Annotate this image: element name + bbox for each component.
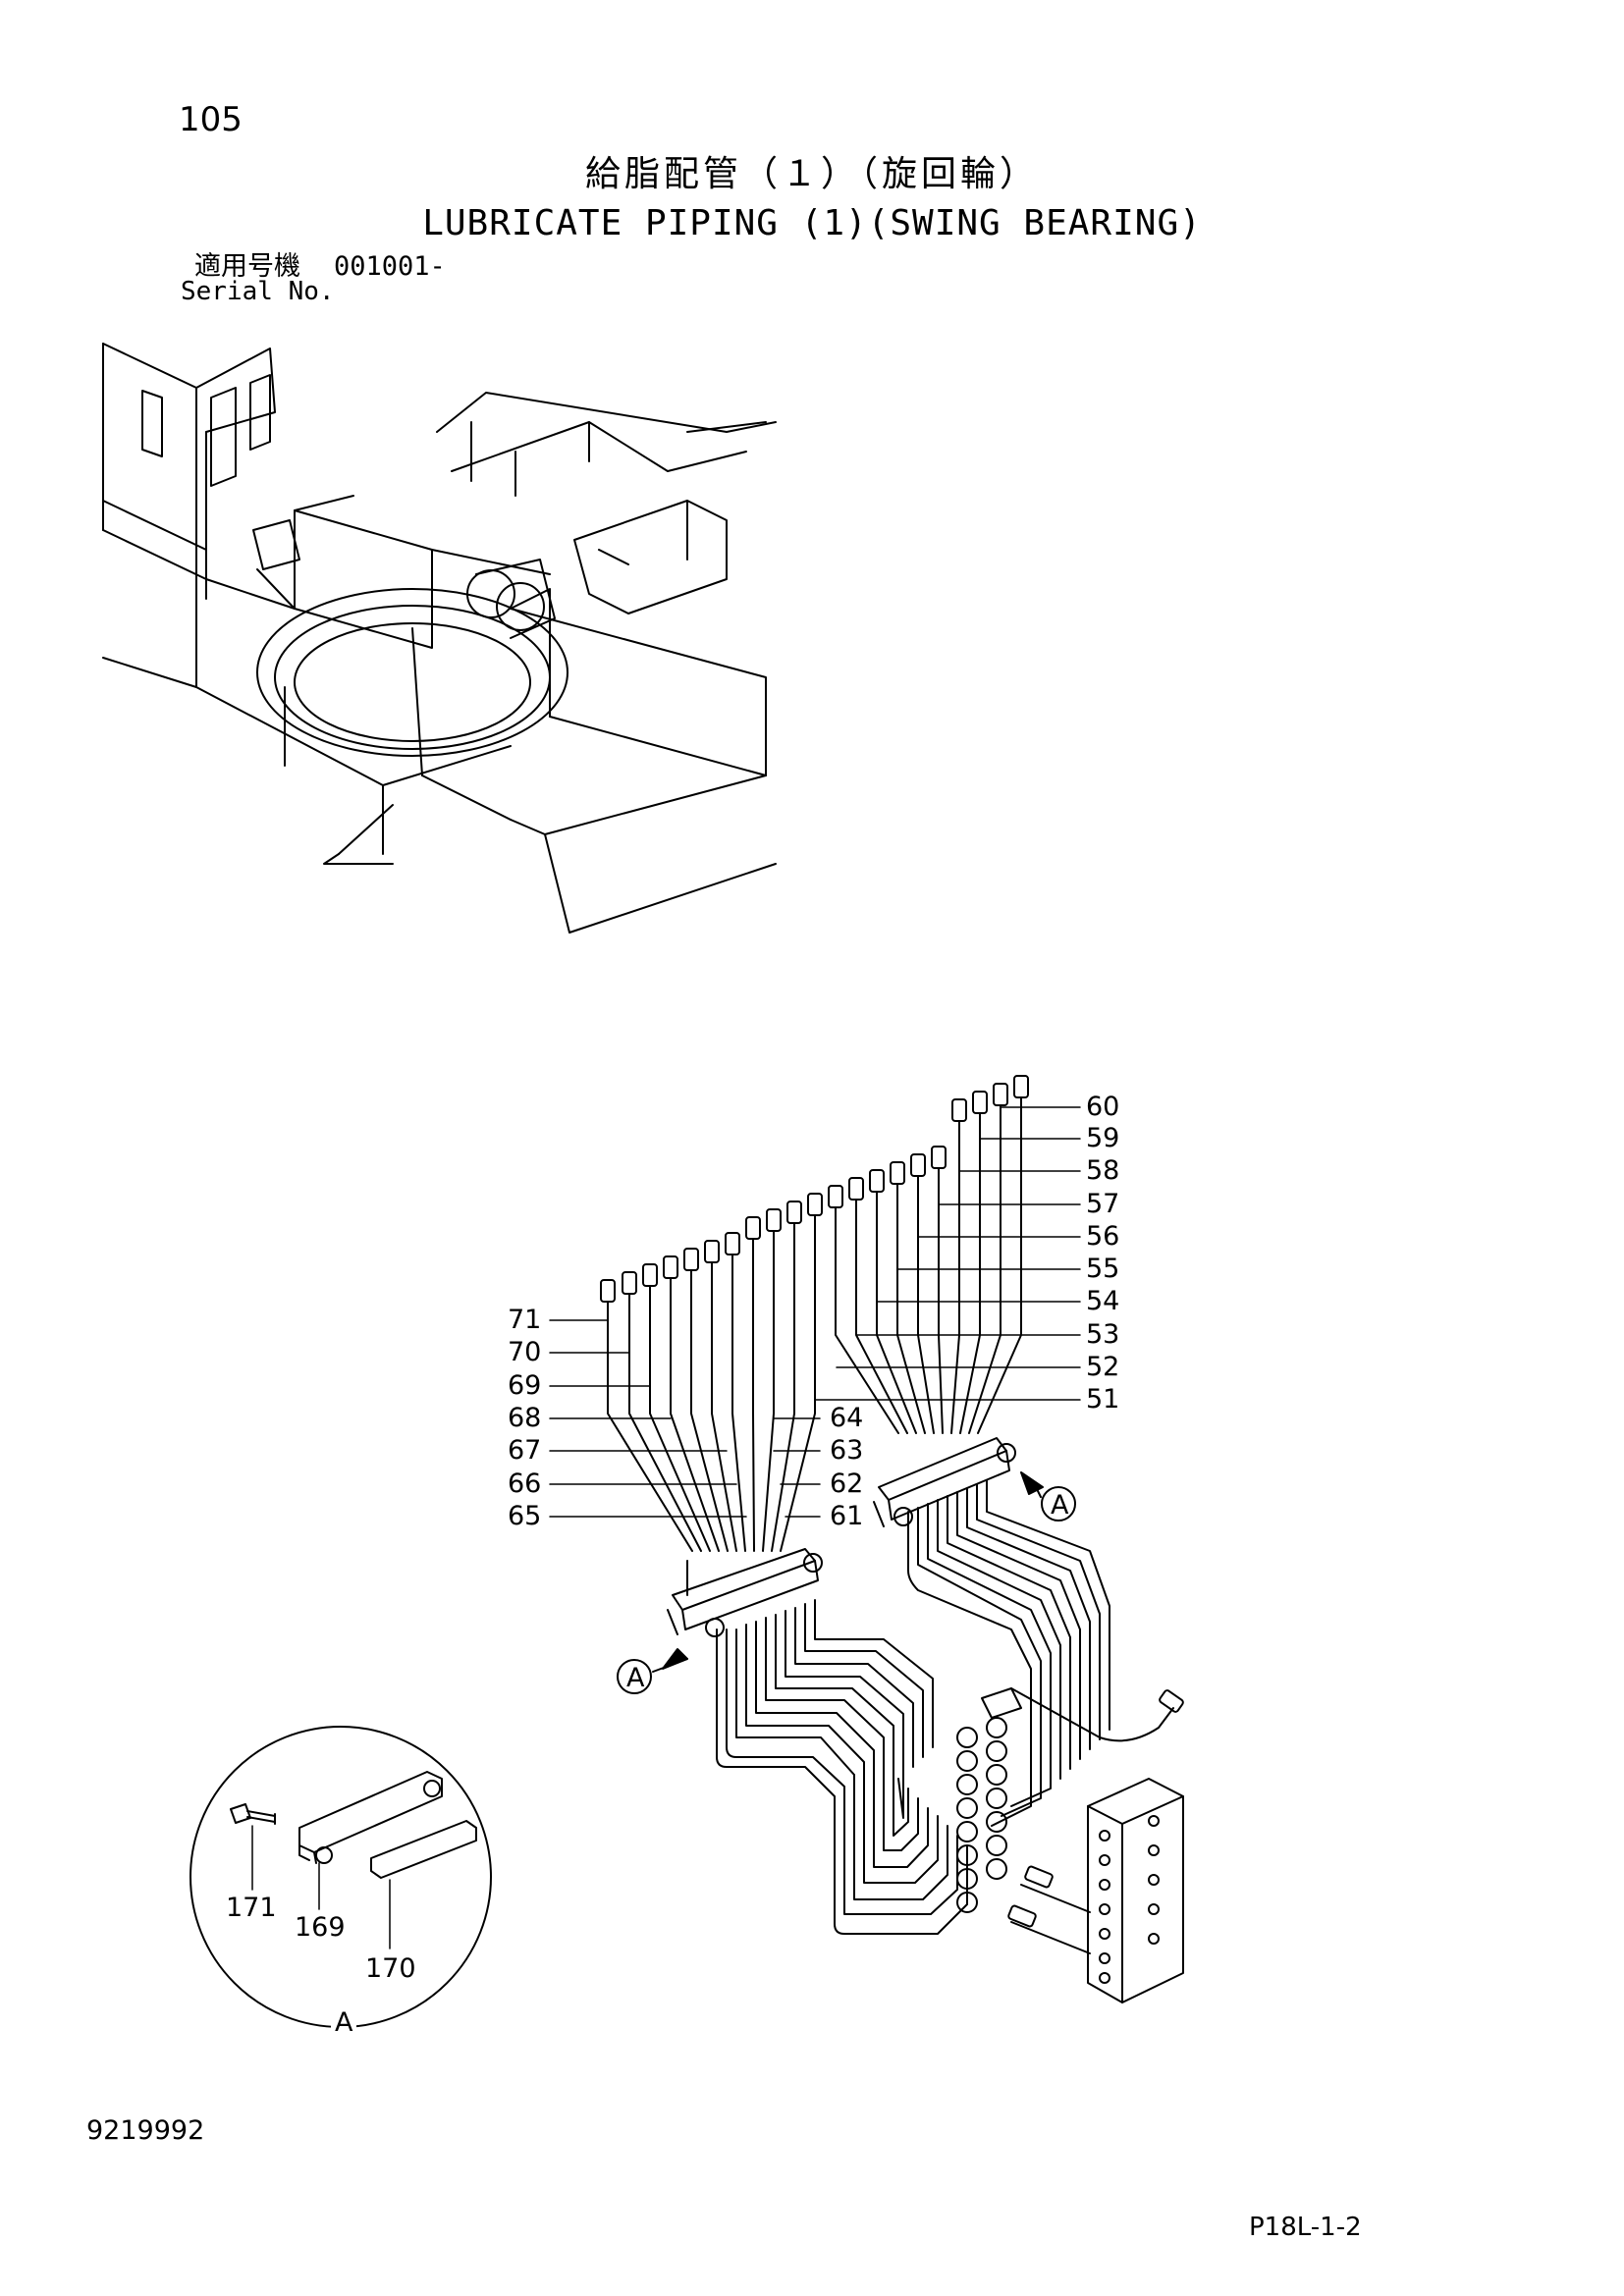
machine-overview-drawing [103, 344, 776, 933]
left-bracket [668, 1549, 822, 1636]
drawing-number: 9219992 [86, 2115, 205, 2146]
hose-bundle [717, 1480, 1184, 1934]
detail-view-a [190, 1727, 491, 2027]
right-bracket [874, 1438, 1015, 1526]
callout-71: 71 [508, 1305, 542, 1335]
view-marker-a-left: A [626, 1663, 645, 1693]
callout-169: 169 [295, 1912, 346, 1943]
pipes-right-group [836, 1097, 1021, 1433]
callout-67: 67 [508, 1435, 542, 1466]
callout-62: 62 [830, 1468, 864, 1499]
view-marker-a-right: A [1051, 1490, 1069, 1521]
callout-70: 70 [508, 1337, 542, 1367]
callout-leaders [550, 1107, 1080, 1517]
callout-69: 69 [508, 1370, 542, 1401]
title-english: LUBRICATE PIPING (1)(SWING BEARING) [422, 203, 1202, 243]
callout-56: 56 [1086, 1221, 1120, 1252]
serial-label-english: Serial No. [181, 277, 335, 306]
callout-68: 68 [508, 1403, 542, 1433]
callout-52: 52 [1086, 1352, 1120, 1382]
serial-label-japanese: 適用号機 [194, 251, 300, 282]
callout-170: 170 [365, 1953, 416, 1984]
callout-171: 171 [226, 1893, 277, 1923]
callout-64: 64 [830, 1403, 864, 1433]
view-arrows [618, 1472, 1075, 1693]
callout-53: 53 [1086, 1319, 1120, 1350]
callout-61: 61 [830, 1501, 864, 1531]
callout-63: 63 [830, 1435, 864, 1466]
callout-51: 51 [1086, 1384, 1120, 1415]
fitting-column [957, 1718, 1006, 1912]
callout-57: 57 [1086, 1189, 1120, 1219]
callout-55: 55 [1086, 1254, 1120, 1284]
serial-value: 001001- [334, 251, 446, 282]
page-reference: P18L-1-2 [1249, 2213, 1362, 2242]
detail-view-label-a: A [331, 2009, 357, 2036]
title-japanese: 給脂配管（１）（旋回輪） [584, 154, 1039, 194]
callout-59: 59 [1086, 1123, 1120, 1153]
pipes-left-group [608, 1215, 815, 1551]
callout-65: 65 [508, 1501, 542, 1531]
callout-54: 54 [1086, 1286, 1120, 1316]
callout-66: 66 [508, 1468, 542, 1499]
distribution-block [1007, 1779, 1183, 2002]
callout-60: 60 [1086, 1092, 1120, 1122]
page-number: 105 [179, 100, 243, 139]
callout-58: 58 [1086, 1155, 1120, 1186]
